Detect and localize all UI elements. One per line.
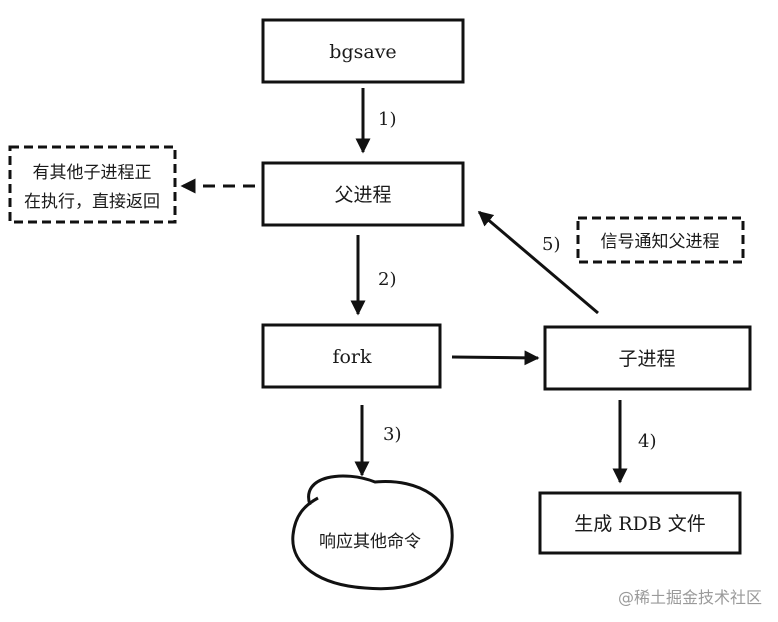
child-process-label: 子进程	[618, 348, 675, 370]
bgsave-label: bgsave	[329, 41, 396, 63]
arrow-fork-to-child	[451, 350, 540, 366]
other-child-running-line1: 有其他子进程正	[33, 163, 152, 183]
signal-parent-box: 信号通知父进程	[576, 216, 745, 264]
child-process-box: 子进程	[543, 325, 752, 391]
watermark: @稀土掘金技术社区	[618, 588, 762, 607]
parent-process-label: 父进程	[334, 184, 391, 206]
parent-process-box: 父进程	[261, 161, 465, 227]
fork-label: fork	[332, 346, 372, 368]
signal-parent-label: 信号通知父进程	[601, 232, 720, 252]
bgsave-box: bgsave	[261, 18, 465, 84]
respond-commands-node: 响应其他命令	[291, 474, 454, 591]
step-3-label: 3)	[383, 424, 401, 445]
other-child-running-box: 有其他子进程正 在执行，直接返回	[8, 145, 177, 224]
step-1-label: 1)	[378, 109, 396, 130]
generate-rdb-box: 生成 RDB 文件	[538, 491, 742, 555]
arrow-child-to-parent	[477, 210, 599, 315]
fork-box: fork	[261, 323, 442, 389]
respond-commands-label: 响应其他命令	[319, 532, 421, 552]
step-5-label: 5)	[542, 234, 560, 255]
step-2-label: 2)	[378, 269, 396, 290]
step-4-label: 4)	[638, 431, 656, 452]
generate-rdb-label: 生成 RDB 文件	[574, 513, 706, 535]
other-child-running-line2: 在执行，直接返回	[24, 192, 160, 212]
